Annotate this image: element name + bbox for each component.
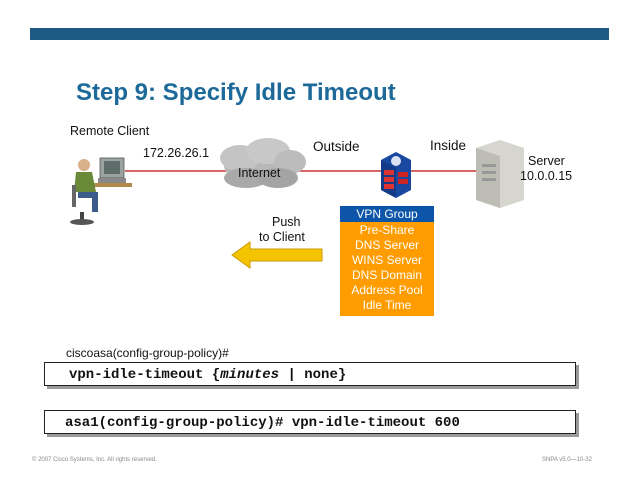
client-ip-label: 172.26.26.1	[143, 146, 210, 160]
command-syntax-text: vpn-idle-timeout {	[69, 367, 221, 383]
outside-label: Outside	[313, 139, 360, 154]
vpn-group-box: VPN Group Pre-Share DNS Server WINS Serv…	[340, 206, 434, 316]
slide-title: Step 9: Specify Idle Timeout	[76, 79, 396, 106]
copyright-footer: © 2007 Cisco Systems, Inc. All rights re…	[32, 457, 157, 463]
push-label: Push	[272, 215, 301, 229]
command-example-box: asa1(config-group-policy)# vpn-idle-time…	[44, 410, 576, 434]
push-to-client-label: to Client	[259, 230, 305, 244]
command-syntax-box: vpn-idle-timeout {minutes | none}	[44, 362, 576, 386]
inside-label: Inside	[430, 138, 467, 153]
server-label: Server	[528, 154, 565, 168]
vpn-item-pre-share: Pre-Share	[359, 223, 415, 237]
vpn-item-address-pool: Address Pool	[351, 283, 423, 297]
server-icon	[476, 140, 524, 208]
course-code-footer: SNPA v5.0—10-32	[542, 457, 592, 463]
remote-client-label: Remote Client	[70, 124, 150, 138]
vpn-item-idle-time: Idle Time	[362, 298, 412, 312]
vpn-group-header: VPN Group	[340, 206, 434, 222]
internet-label: Internet	[238, 166, 281, 180]
config-mode-label: ciscoasa(config-group-policy)#	[66, 346, 229, 360]
command-syntax-argument: minutes	[220, 367, 280, 383]
push-arrow-icon	[231, 241, 323, 269]
top-banner-bar	[30, 28, 609, 40]
internet-cloud-icon	[220, 138, 306, 188]
vpn-item-wins-server: WINS Server	[351, 253, 422, 267]
vpn-item-dns-domain: DNS Domain	[351, 268, 423, 282]
server-ip-label: 10.0.0.15	[520, 169, 573, 183]
firewall-icon	[381, 152, 411, 198]
vpn-item-dns-server: DNS Server	[354, 238, 419, 252]
command-syntax-options: | none}	[279, 367, 347, 383]
command-example-text: asa1(config-group-policy)# vpn-idle-time…	[65, 415, 460, 431]
remote-client-icon	[70, 157, 132, 225]
